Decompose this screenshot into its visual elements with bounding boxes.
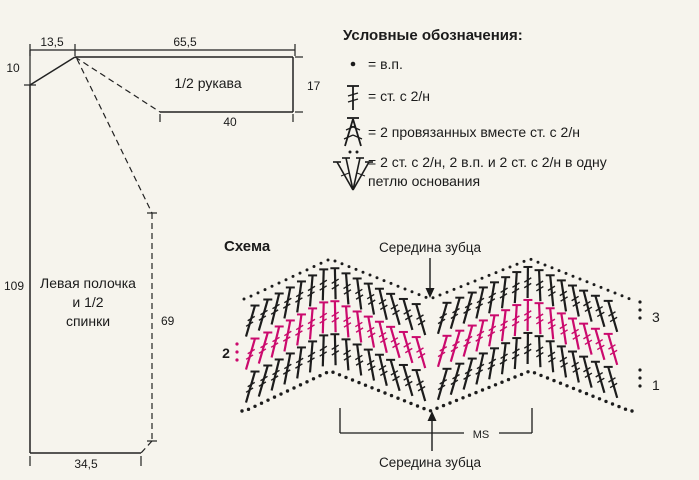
legend-item-4-label-line2: петлю основания <box>368 173 480 189</box>
row-number-3: 3 <box>638 300 660 325</box>
sleeve-label: 1/2 рукава <box>174 75 241 91</box>
legend-item-2-label: = ст. с 2/н <box>368 88 430 104</box>
chart-stitches <box>240 257 634 413</box>
dim-10: 10 <box>6 61 20 75</box>
dim-65-5: 65,5 <box>173 35 197 49</box>
dim-109: 109 <box>4 279 24 293</box>
ms-bracket <box>339 408 533 434</box>
shell-chain-dot <box>348 150 352 154</box>
shell-chain-dot <box>355 150 359 154</box>
dim-40: 40 <box>223 115 237 129</box>
down-arrow-icon <box>425 258 435 298</box>
row-number-1: 1 <box>638 368 660 393</box>
dim-34-5: 34,5 <box>74 457 98 471</box>
up-arrow-icon <box>427 411 437 451</box>
row-number-2: 2 <box>222 342 239 362</box>
body-label-line1: Левая полочка <box>40 275 136 291</box>
legend: Условные обозначения: = в.п. = ст. с 2/н… <box>333 27 607 191</box>
chart-bottom-annotation: Середина зубца <box>379 455 482 470</box>
body-label-line3: спинки <box>66 313 110 329</box>
ms-label: MS <box>473 429 490 441</box>
body-label-line2: и 1/2 <box>72 294 103 310</box>
shell-stitch-icon <box>333 157 373 191</box>
svg-text:1: 1 <box>652 377 660 393</box>
chart-top-annotation: Середина зубца <box>379 240 482 255</box>
treble-2tog-icon <box>343 117 363 147</box>
dim-69: 69 <box>161 314 175 328</box>
garment-schematic <box>24 44 303 466</box>
chart-section-title: Схема <box>224 238 271 255</box>
svg-text:2: 2 <box>222 345 230 361</box>
legend-item-1-label: = в.п. <box>368 56 403 72</box>
treble-stitch-icon <box>347 85 359 110</box>
chain-stitch-icon <box>350 61 356 67</box>
dim-13-5: 13,5 <box>40 35 64 49</box>
crochet-chart: Схема Середина зубца 3 1 2 <box>222 238 660 470</box>
sleeve-outline <box>74 56 294 113</box>
legend-item-4-label-line1: = 2 ст. с 2/н, 2 в.п. и 2 ст. с 2/н в од… <box>368 154 607 170</box>
legend-item-3-label: = 2 провязанных вместе ст. с 2/н <box>368 124 580 140</box>
body-outline <box>29 56 153 454</box>
legend-title: Условные обозначения: <box>343 27 523 44</box>
svg-text:3: 3 <box>652 309 660 325</box>
dim-17: 17 <box>307 79 321 93</box>
